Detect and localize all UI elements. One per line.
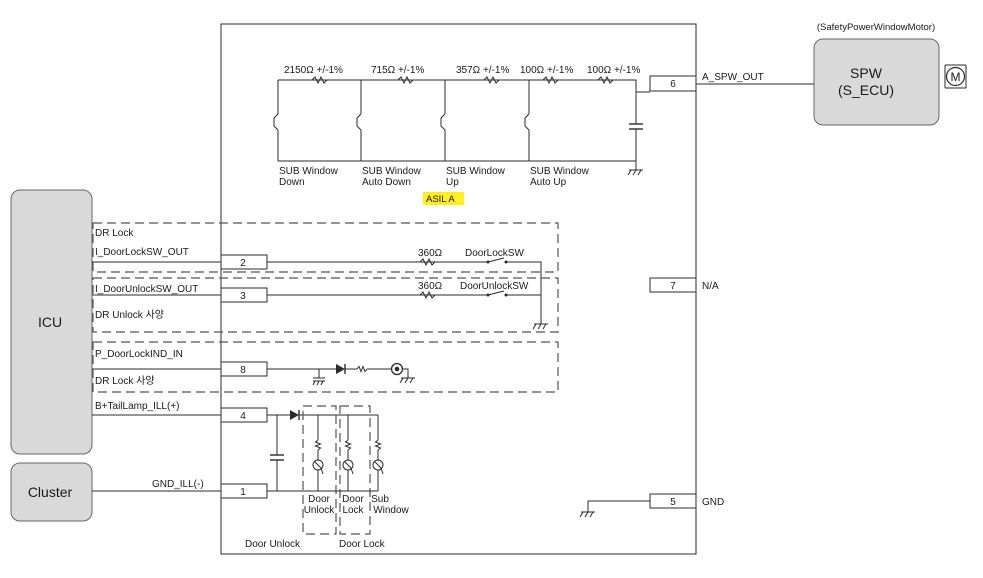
spw-ecu-label: (S_ECU) — [838, 82, 894, 98]
lamp-door-unlock-icon — [312, 415, 324, 491]
switch-sub-down-label: SUB Window — [279, 166, 339, 177]
module-boundary — [220, 23, 697, 555]
lock-indicator-lamp-icon — [390, 362, 404, 376]
svg-text:8: 8 — [240, 365, 246, 376]
signal-gnd-ill: GND_ILL(-) — [152, 479, 204, 490]
signal-tail-lamp: B+TailLamp_ILL(+) — [95, 401, 180, 412]
svg-text:M: M — [951, 70, 961, 84]
signal-na: N/A — [702, 281, 719, 292]
door-unlock-dashed-box — [302, 405, 337, 535]
group-door-unlock-label: Door Unlock — [245, 539, 301, 550]
switch-door-lock-label: DoorLockSW — [465, 248, 524, 259]
dr-lock-dashed-box — [92, 222, 559, 273]
lamp-door-lock-icon — [342, 415, 354, 491]
asil-badge: ASIL A — [423, 192, 464, 205]
switch-sub-up-label: SUB Window — [446, 166, 506, 177]
resistor-r5-label: 100Ω +/-1% — [587, 65, 640, 76]
signal-dr-lock-spec: DR Lock 사양 — [95, 375, 155, 387]
svg-text:5: 5 — [670, 497, 676, 508]
lamp-sub-window-label: Sub — [371, 494, 389, 505]
icu-block: ICU — [10, 189, 93, 455]
dr-lock-ind-dashed-box — [92, 341, 559, 393]
svg-text:Down: Down — [279, 177, 305, 188]
resistor-r4-label: 100Ω +/-1% — [520, 65, 573, 76]
resistor-ladder — [273, 75, 650, 176]
signal-gnd: GND — [702, 497, 724, 508]
spw-block: SPW (S_ECU) — [813, 38, 940, 126]
switch-sub-autodown-label: SUB Window — [362, 166, 422, 177]
lamp-door-lock-label: Door — [342, 494, 364, 505]
svg-text:4: 4 — [240, 411, 246, 422]
resistor-unlock-label: 360Ω — [418, 281, 443, 292]
svg-text:3: 3 — [240, 291, 246, 302]
spw-label: SPW — [850, 65, 883, 81]
group-door-lock-label: Door Lock — [339, 539, 386, 550]
svg-text:Unlock: Unlock — [304, 505, 336, 516]
signal-lock-sw-out: I_DoorLockSW_OUT — [95, 247, 189, 258]
resistor-r3-label: 357Ω +/-1% — [456, 65, 509, 76]
motor-icon: M — [944, 64, 967, 89]
svg-text:ASIL A: ASIL A — [426, 194, 455, 205]
svg-text:Lock: Lock — [342, 505, 364, 516]
svg-text:Window: Window — [373, 505, 409, 516]
door-lock-dashed-box — [339, 405, 371, 535]
icu-label: ICU — [38, 314, 62, 330]
signal-unlock-sw-out: I_DoorUnlockSW_OUT — [95, 284, 198, 295]
svg-text:7: 7 — [670, 281, 676, 292]
spw-caption: (SafetyPowerWindowMotor) — [817, 22, 935, 33]
ill-diode-icon — [290, 410, 300, 420]
lamp-door-unlock-label: Door — [308, 494, 330, 505]
svg-text:2: 2 — [240, 258, 246, 269]
lamp-sub-window-icon — [372, 415, 384, 491]
switch-sub-autoup-label: SUB Window — [530, 166, 590, 177]
led-diode-icon — [336, 364, 346, 374]
resistor-r1-label: 2150Ω +/-1% — [284, 65, 343, 76]
cluster-label: Cluster — [28, 484, 73, 500]
switch-door-unlock-label: DoorUnlockSW — [460, 281, 529, 292]
pin-7 — [649, 277, 697, 293]
svg-text:Up: Up — [446, 177, 459, 188]
resistor-lock-label: 360Ω — [418, 248, 443, 259]
svg-text:6: 6 — [670, 79, 676, 90]
dr-unlock-dashed-box — [92, 277, 559, 333]
signal-a-spw-out: A_SPW_OUT — [702, 72, 764, 83]
signal-dr-unlock-spec: DR Unlock 사양 — [95, 309, 164, 321]
resistor-r2-label: 715Ω +/-1% — [371, 65, 424, 76]
signal-dr-lock: DR Lock — [95, 228, 134, 239]
svg-text:Auto Down: Auto Down — [362, 177, 411, 188]
cluster-block: Cluster — [10, 462, 93, 522]
signal-lock-ind-in: P_DoorLockIND_IN — [95, 349, 183, 360]
svg-text:Auto Up: Auto Up — [530, 177, 567, 188]
svg-text:1: 1 — [240, 487, 246, 498]
